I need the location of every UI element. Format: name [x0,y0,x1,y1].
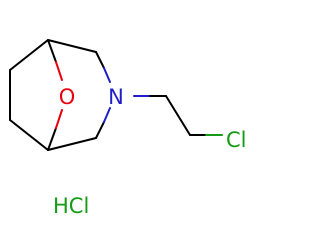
bond-c3-c4 [9,119,49,151]
bond-c4-o-oxygen-half [55,109,63,129]
hcl-salt-label: HCl [53,194,89,218]
bond-c1-o-carbon-half [47,39,57,63]
bond-c1-c5 [47,39,97,53]
carbon-bonds [9,39,191,151]
bond-c6-n-nitrogen-half [103,107,111,123]
bond-c4-o-carbon-half [47,127,57,151]
bond-c5-n-carbon-half [95,51,105,69]
nitrogen-bonds [95,51,167,139]
bond-c7-c8 [165,95,191,136]
bond-c6-n-carbon-half [95,121,105,139]
bond-c1-o-oxygen-half [55,61,63,81]
nitrogen-atom-label: N [108,85,124,109]
molecule-structure: O N Cl HCl [9,39,247,218]
bond-c5-n-nitrogen-half [103,67,111,83]
bond-c4-c6 [47,137,97,151]
chlorine-atom-label: Cl [226,128,247,152]
bond-c1-c2 [9,39,49,71]
oxygen-atom-label: O [59,85,76,109]
oxygen-bonds [47,39,63,151]
